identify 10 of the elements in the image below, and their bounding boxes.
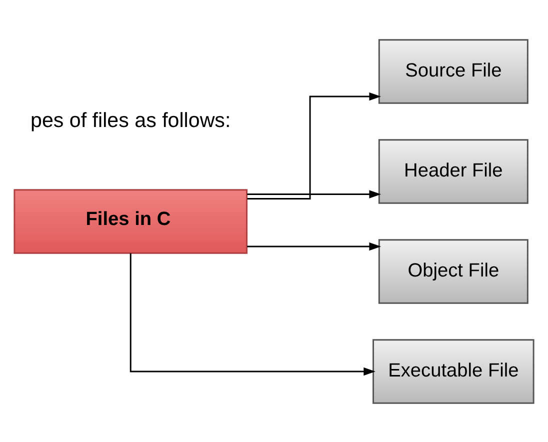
node-box: Files in C: [14, 188, 248, 254]
arrow: [247, 190, 381, 198]
node-box: Object File: [378, 238, 528, 304]
node-box: Source File: [378, 38, 528, 104]
arrow: [247, 92, 381, 199]
label: pes of files as follows:: [30, 108, 231, 132]
node-box: Executable File: [372, 338, 534, 404]
arrow: [247, 242, 381, 250]
arrow: [130, 252, 376, 376]
node-box: Header File: [378, 138, 528, 204]
